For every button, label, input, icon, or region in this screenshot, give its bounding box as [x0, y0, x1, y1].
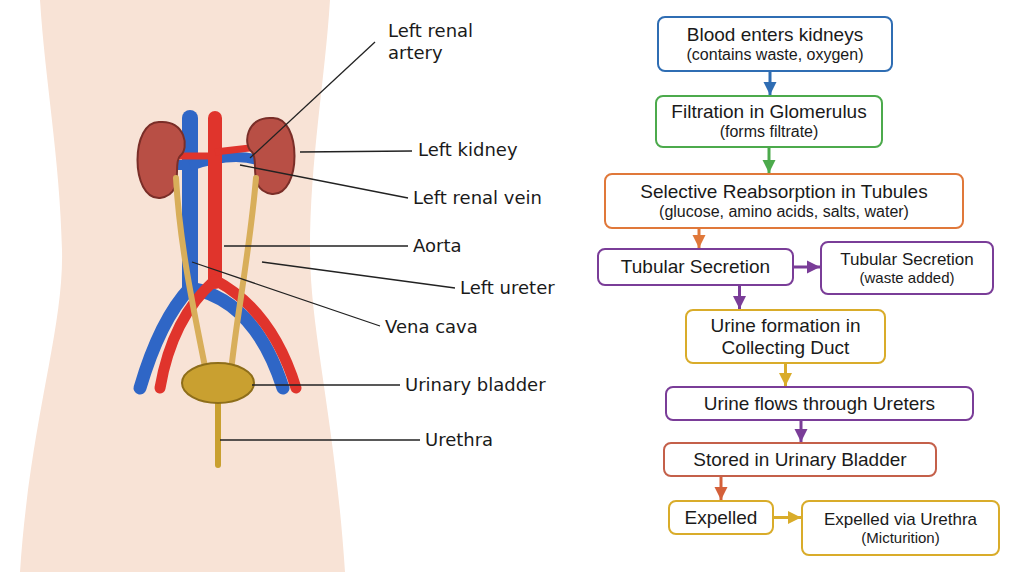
aorta [208, 118, 222, 282]
bladder [182, 363, 254, 403]
flow-arrow [738, 286, 741, 309]
flow-arrow [800, 421, 803, 442]
process-box: Expelled [668, 500, 774, 535]
part-label: Aorta [413, 235, 462, 257]
step-title: Tubular Secretion [621, 256, 770, 278]
step-title: Filtration in Glomerulus [671, 101, 866, 123]
process-box: Tubular Secretion [597, 248, 794, 286]
leader-line [192, 262, 380, 326]
leader-line [240, 165, 408, 198]
process-box: Expelled via Urethra(Micturition) [801, 500, 1000, 556]
part-label: Left renal artery [388, 20, 498, 64]
ureter [231, 178, 256, 372]
step-title: Stored in Urinary Bladder [693, 449, 906, 471]
step-note: (contains waste, oxygen) [687, 46, 864, 64]
process-box: Blood enters kidneys(contains waste, oxy… [657, 16, 893, 72]
part-label: Left ureter [460, 277, 555, 299]
ureter [176, 178, 206, 372]
flow-arrow [774, 516, 801, 519]
process-box: Filtration in Glomerulus(forms filtrate) [655, 95, 883, 148]
step-title: Urine formation in Collecting Duct [692, 315, 879, 359]
part-label: Left kidney [418, 139, 518, 161]
process-box: Selective Reabsorption in Tubules(glucos… [604, 173, 964, 229]
process-box: Urine formation in Collecting Duct [685, 309, 886, 364]
leader-line [252, 384, 400, 385]
part-label: Vena cava [385, 316, 478, 338]
step-note: (Micturition) [861, 529, 939, 546]
step-title: Expelled via Urethra [824, 510, 977, 530]
flow-arrow [784, 364, 787, 386]
step-note: (forms filtrate) [720, 123, 819, 141]
step-title: Tubular Secretion [840, 250, 974, 270]
flow-arrow [794, 266, 820, 269]
leader-line [250, 42, 375, 158]
step-note: (glucose, amino acids, salts, water) [659, 203, 909, 221]
flow-arrow [769, 72, 772, 95]
process-box: Stored in Urinary Bladder [663, 442, 937, 477]
step-title: Blood enters kidneys [687, 24, 863, 46]
flow-arrow [698, 229, 701, 248]
process-box: Tubular Secretion(waste added) [820, 241, 994, 295]
flow-arrow [768, 148, 771, 173]
part-label: Urinary bladder [405, 374, 546, 396]
step-title: Selective Reabsorption in Tubules [640, 181, 927, 203]
step-title: Urine flows through Ureters [704, 393, 935, 415]
leader-line [220, 439, 420, 440]
urethra-tube [215, 400, 221, 465]
leader-line [224, 245, 408, 246]
body-silhouette [20, 0, 345, 572]
part-label: Urethra [425, 429, 493, 451]
leader-line [262, 262, 455, 288]
process-box: Urine flows through Ureters [665, 386, 974, 421]
flow-arrow [720, 477, 723, 500]
part-label: Left renal vein [413, 187, 542, 209]
leader-line [300, 151, 412, 152]
step-title: Expelled [685, 507, 758, 529]
step-note: (waste added) [859, 269, 954, 286]
